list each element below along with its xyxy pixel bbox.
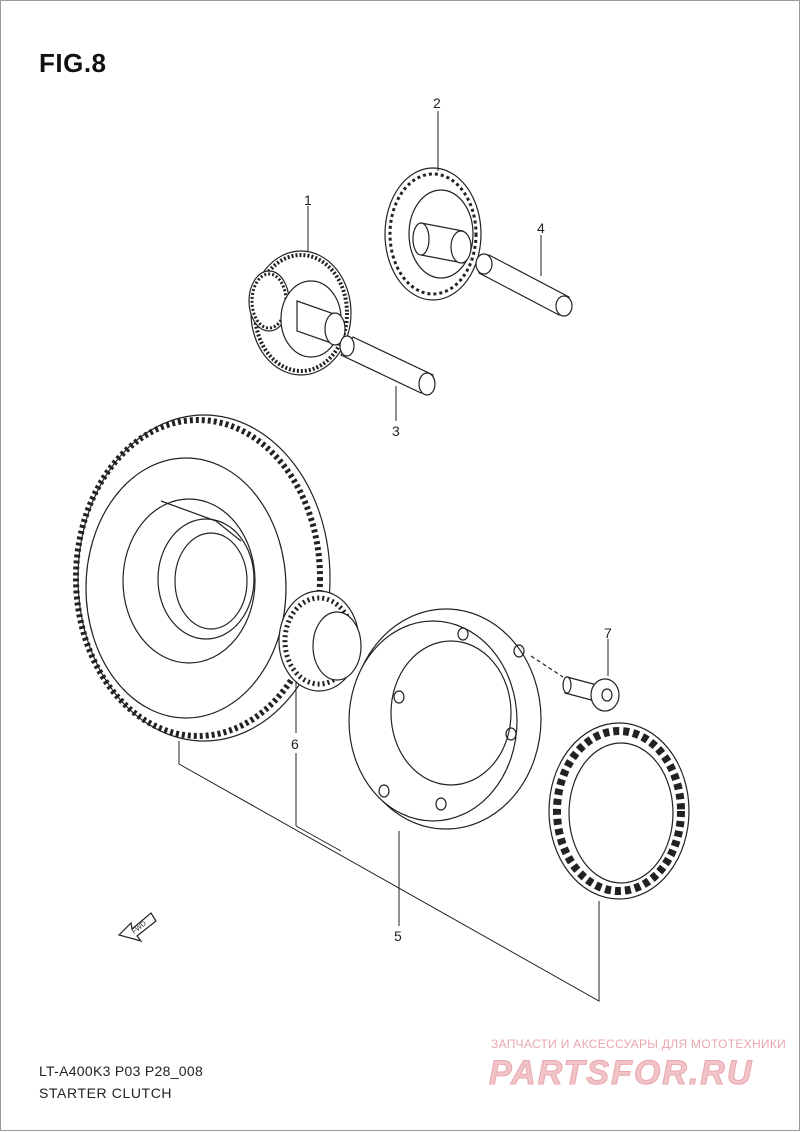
ref-label-5: 5 bbox=[394, 928, 402, 944]
one-way-clutch bbox=[548, 722, 690, 900]
part-2-idle-gear bbox=[384, 167, 482, 301]
ref-label-7: 7 bbox=[604, 625, 612, 641]
ref-label-3: 3 bbox=[392, 423, 400, 439]
watermark-logo: PARTSFOR.RU bbox=[489, 1054, 753, 1092]
part-6-needle-bearing bbox=[278, 590, 362, 692]
svg-text:PARTSFOR.RU: PARTSFOR.RU bbox=[489, 1054, 753, 1091]
diagram-code: LT-A400K3 P03 P28_008 bbox=[39, 1063, 204, 1079]
diagram-name: STARTER CLUTCH bbox=[39, 1085, 173, 1101]
starter-driven-gear bbox=[73, 414, 331, 742]
leader-lines bbox=[178, 111, 609, 1002]
reference-labels: 2 1 4 3 7 6 5 bbox=[291, 95, 612, 944]
part-7-bolt bbox=[530, 655, 620, 712]
part-4-shaft bbox=[475, 253, 573, 317]
figure-title: FIG.8 bbox=[39, 48, 107, 78]
watermark-tagline: ЗАПЧАСТИ И АКСЕССУАРЫ ДЛЯ МОТОТЕХНИКИ bbox=[491, 1037, 787, 1051]
ref-label-2: 2 bbox=[433, 95, 441, 111]
part-1-idle-gear bbox=[248, 250, 352, 376]
part-3-shaft bbox=[339, 335, 436, 396]
part-5-clutch-housing bbox=[348, 608, 542, 830]
ref-label-1: 1 bbox=[304, 192, 312, 208]
fwd-direction-arrow: FWD bbox=[117, 912, 157, 943]
ref-label-6: 6 bbox=[291, 736, 299, 752]
ref-label-4: 4 bbox=[537, 220, 545, 236]
